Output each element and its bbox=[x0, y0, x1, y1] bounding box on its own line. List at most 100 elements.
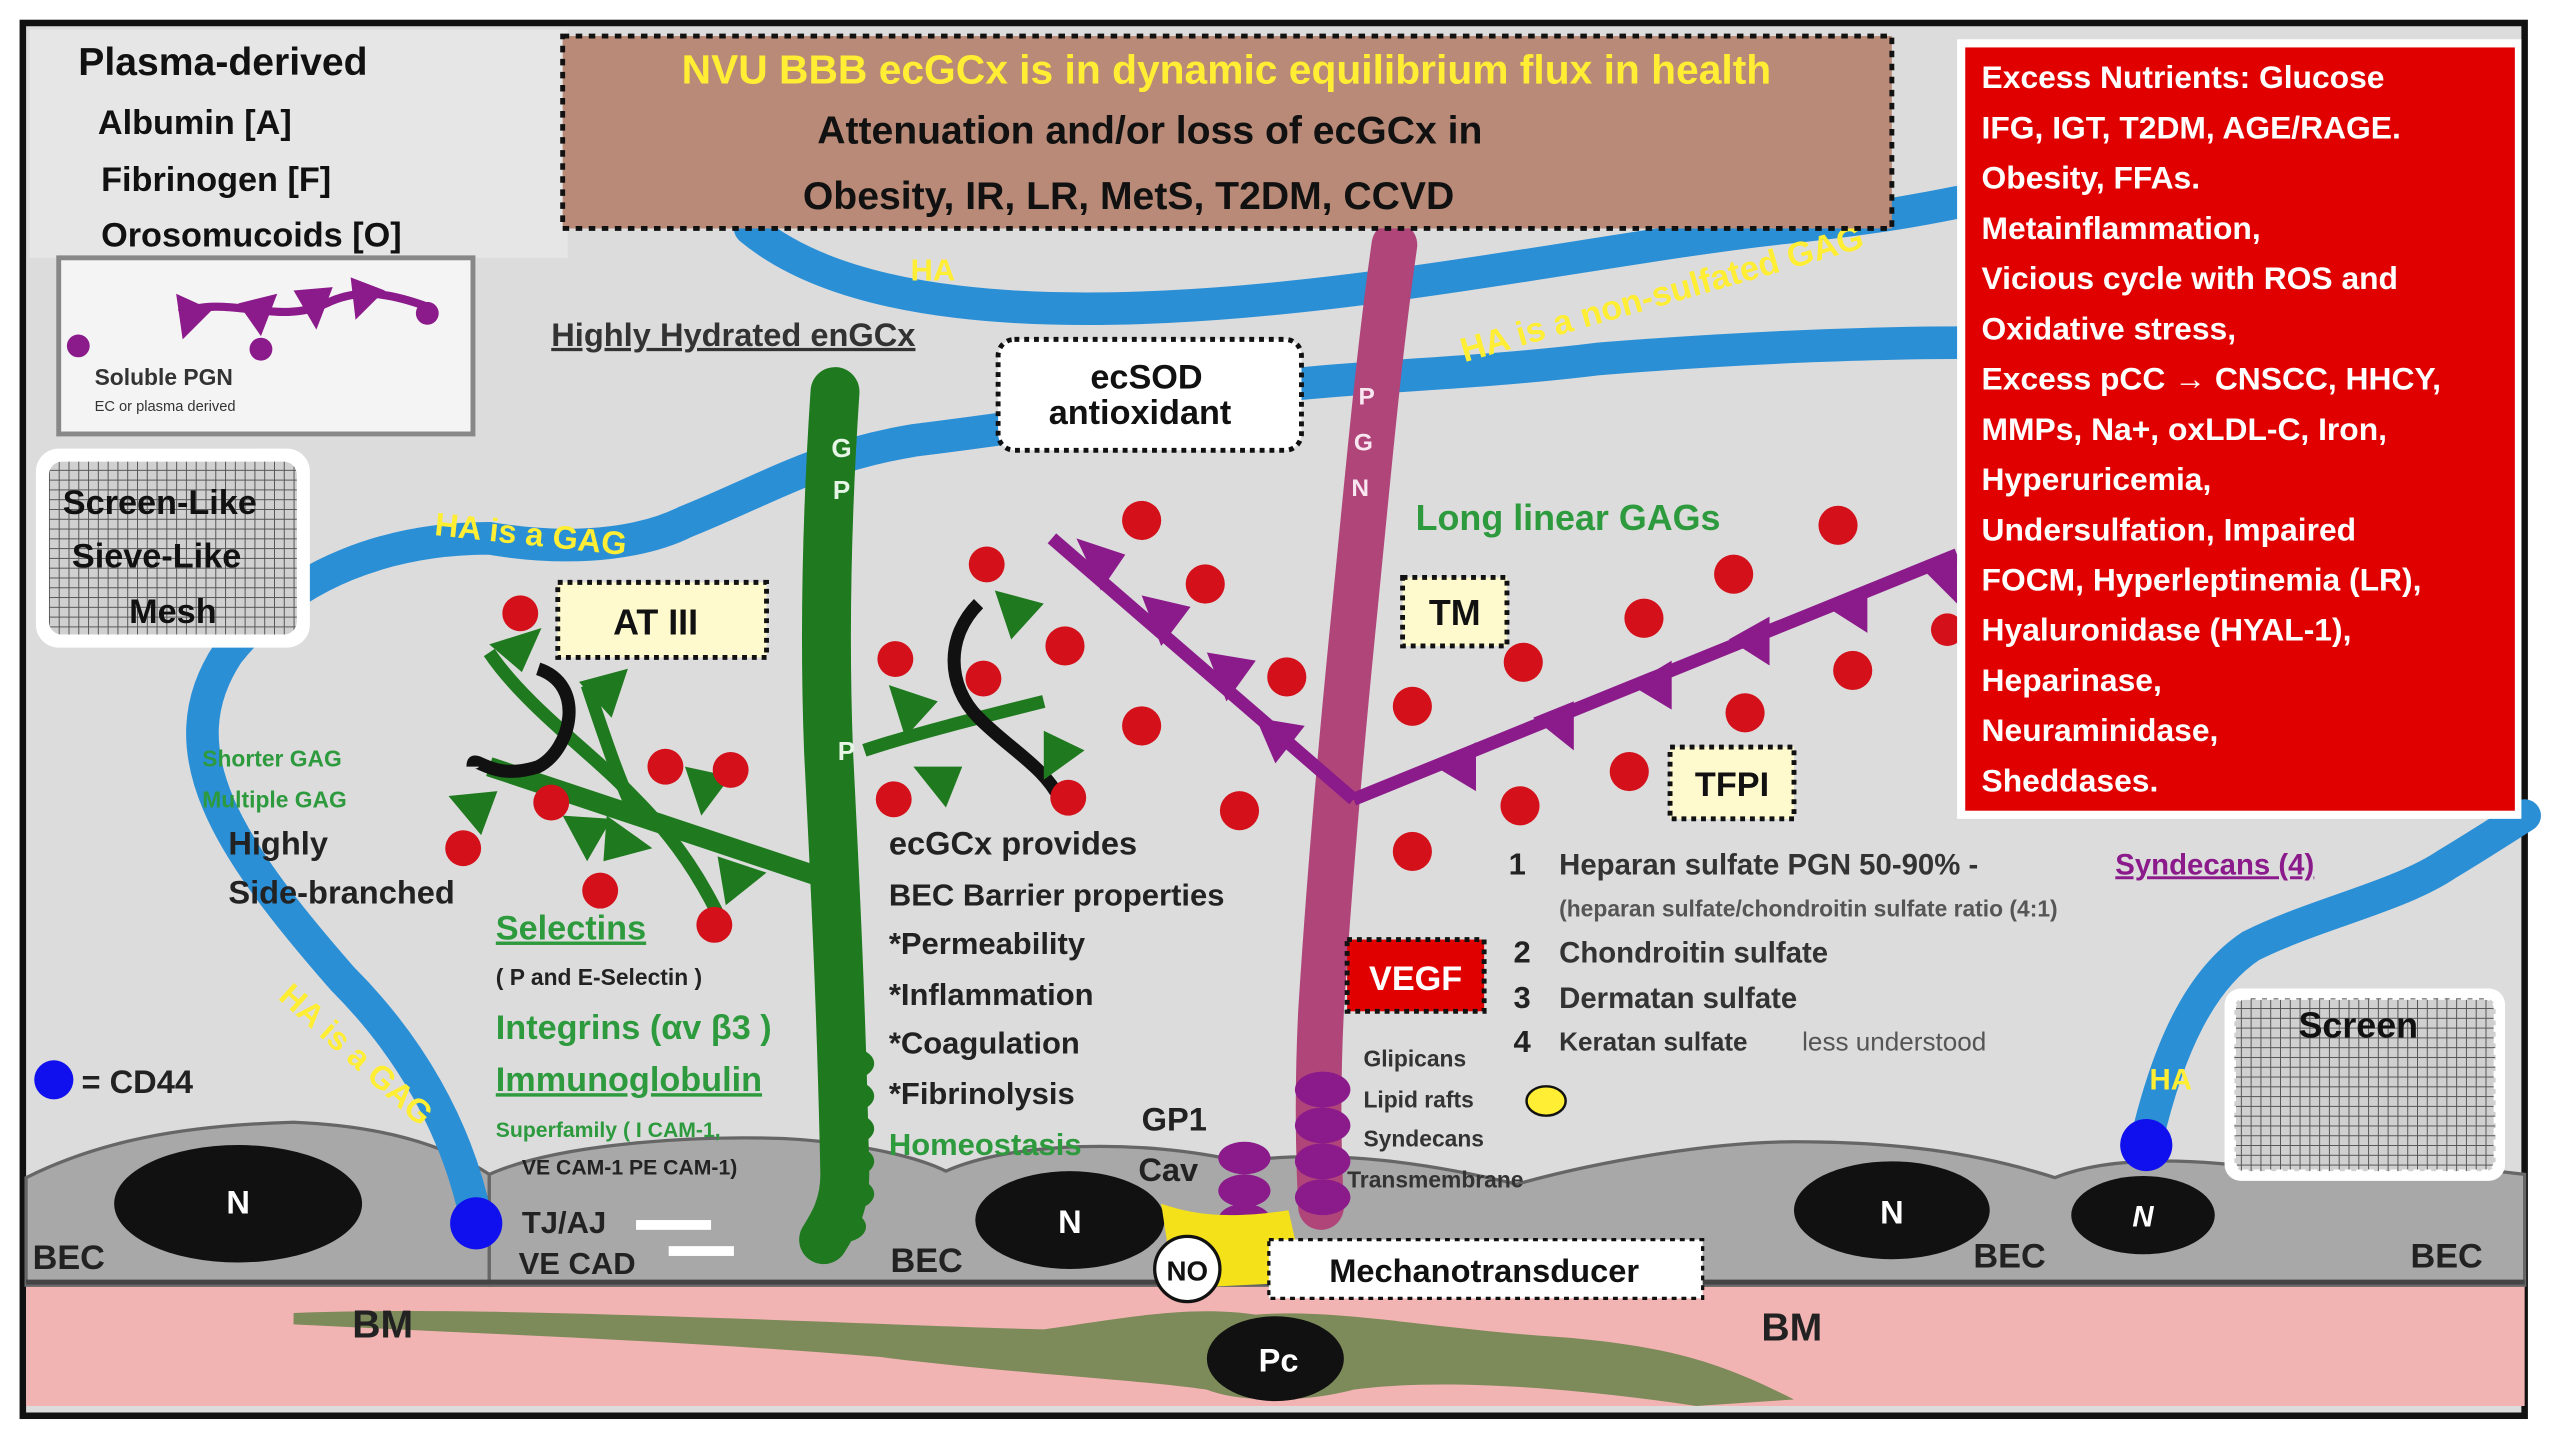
bm-label: BM bbox=[352, 1303, 413, 1346]
soluble-pgn-title: Soluble PGN bbox=[95, 364, 233, 390]
gag-list-text: Heparan sulfate PGN 50-90% - bbox=[1559, 848, 1978, 881]
gp1-label: GP1 bbox=[1142, 1100, 1207, 1137]
plasma-item: Fibrinogen [F] bbox=[101, 161, 331, 199]
red-panel-line: Metainflammation, bbox=[1982, 210, 2261, 246]
nucleus-label: N bbox=[1058, 1203, 1082, 1240]
red-panel-line: Heparinase, bbox=[1982, 662, 2162, 698]
pericyte-nucleus bbox=[1206, 1316, 1344, 1402]
gag-list-number: 3 bbox=[1513, 980, 1530, 1015]
nucleus-label: N bbox=[2132, 1201, 2154, 1234]
superfamily-label: Superfamily ( I CAM-1, bbox=[496, 1119, 721, 1142]
red-panel-line: Excess pCC → CNSCC, HHCY, bbox=[1982, 361, 2441, 397]
bec-label: BEC bbox=[33, 1239, 105, 1277]
tm-box bbox=[1400, 575, 1510, 649]
tfpi-box bbox=[1667, 744, 1797, 822]
transmembrane-label: Transmembrane bbox=[1347, 1166, 1523, 1192]
branched-gag-cluster bbox=[445, 595, 835, 943]
pgn-anchor-beads bbox=[1218, 1071, 1351, 1237]
mesh-label: Sieve-Like bbox=[72, 538, 241, 576]
vcam-label: VE CAM-1 PE CAM-1) bbox=[522, 1156, 737, 1179]
long-linear-gags-label: Long linear GAGs bbox=[1416, 498, 1721, 538]
red-panel-line: IFG, IGT, T2DM, AGE/RAGE. bbox=[1982, 109, 2401, 145]
plasma-item: Orosomucoids [O] bbox=[101, 216, 402, 254]
red-panel-line: Oxidative stress, bbox=[1982, 310, 2237, 346]
cd44-receptor bbox=[450, 1197, 503, 1250]
banner-line-2: Attenuation and/or loss of ecGCx in bbox=[817, 110, 1482, 153]
ecgcx-provides-label: ecGCx provides bbox=[889, 825, 1137, 862]
gag-list-text: Keratan sulfate bbox=[1559, 1026, 1747, 1056]
fibrinolysis-label: *Fibrinolysis bbox=[889, 1076, 1075, 1111]
ha-label-right: HA bbox=[2150, 1064, 2192, 1097]
ha-strand-right bbox=[2129, 799, 2541, 1159]
pericyte-label: Pc bbox=[1259, 1342, 1299, 1379]
bec-barrier-label: BEC Barrier properties bbox=[889, 877, 1225, 912]
gag-list-number: 4 bbox=[1513, 1024, 1531, 1059]
inflammation-label: *Inflammation bbox=[889, 977, 1094, 1012]
red-panel-line: Obesity, FFAs. bbox=[1982, 160, 2201, 196]
tm-label: TM bbox=[1429, 593, 1481, 633]
vegf-box bbox=[1344, 937, 1487, 1014]
long-linear-gag-chains bbox=[1045, 500, 1964, 872]
red-panel-line: Vicious cycle with ROS and bbox=[1982, 260, 2398, 296]
bec-label: BEC bbox=[1973, 1237, 2045, 1275]
tfpi-label: TFPI bbox=[1695, 766, 1769, 804]
red-panel-line: FOCM, Hyperleptinemia (LR), bbox=[1982, 562, 2422, 598]
soluble-pgn-subtitle: EC or plasma derived bbox=[95, 399, 236, 415]
red-panel-line: Hyaluronidase (HYAL-1), bbox=[1982, 612, 2352, 648]
junction-mark bbox=[668, 1246, 734, 1256]
no-label: NO bbox=[1167, 1255, 1209, 1286]
nucleus-2 bbox=[975, 1171, 1165, 1269]
permeability-label: *Permeability bbox=[889, 926, 1086, 961]
svg-text:G: G bbox=[1354, 429, 1373, 456]
junction-mark bbox=[636, 1220, 712, 1230]
no-circle bbox=[1153, 1234, 1222, 1304]
gp-core-protein bbox=[799, 367, 870, 1265]
nucleus-label: N bbox=[1880, 1193, 1904, 1230]
red-panel-line: Excess Nutrients: Glucose bbox=[1982, 59, 2385, 95]
gag-list-note: less understood bbox=[1802, 1026, 1986, 1056]
plasma-panel bbox=[29, 29, 568, 258]
gp-letter: P bbox=[833, 475, 850, 505]
nucleus-4 bbox=[2071, 1176, 2215, 1255]
red-panel-line: Undersulfation, Impaired bbox=[1982, 511, 2357, 547]
nucleus-3 bbox=[1793, 1161, 1990, 1260]
gp-letter: G bbox=[831, 433, 851, 463]
tj-aj-label: TJ/AJ bbox=[522, 1205, 606, 1240]
red-panel-line: Sheddases. bbox=[1982, 762, 2159, 798]
side-branched-label: Side-branched bbox=[228, 874, 455, 911]
cd44-legend-dot bbox=[34, 1060, 74, 1100]
glipicans-label: Glipicans bbox=[1363, 1046, 1466, 1072]
banner-line-1: NVU BBB ecGCx is in dynamic equilibrium … bbox=[682, 46, 1772, 92]
highly-label: Highly bbox=[228, 825, 328, 862]
plasma-title: Plasma-derived bbox=[78, 41, 367, 84]
at3-box bbox=[555, 579, 769, 660]
homeostasis-label: Homeostasis bbox=[889, 1127, 1082, 1162]
mesh-label: Screen-Like bbox=[63, 484, 257, 522]
gp-letter: P bbox=[838, 736, 855, 766]
red-panel bbox=[1965, 47, 2515, 811]
screen-label: Screen bbox=[2298, 1005, 2418, 1045]
gp-anchor-beads bbox=[813, 1047, 875, 1243]
banner-line-3: Obesity, IR, LR, MetS, T2DM, CCVD bbox=[803, 175, 1454, 218]
mesh-label: Mesh bbox=[129, 593, 217, 631]
shorter-gag-label: Shorter GAG bbox=[202, 746, 342, 772]
gag-list-text: Dermatan sulfate bbox=[1559, 982, 1797, 1015]
syndecans-label: Syndecans bbox=[1363, 1126, 1484, 1152]
ha-strand-middle bbox=[186, 326, 1974, 1237]
coagulation-label: *Coagulation bbox=[889, 1026, 1080, 1061]
nucleus-label: N bbox=[226, 1184, 250, 1221]
svg-text:P: P bbox=[1359, 384, 1375, 411]
bec-label: BEC bbox=[2410, 1237, 2482, 1275]
at3-label: AT III bbox=[613, 603, 698, 643]
gag-list-text: (heparan sulfate/chondroitin sulfate rat… bbox=[1559, 896, 2057, 922]
mesh-box bbox=[48, 461, 297, 635]
bec-label: BEC bbox=[890, 1242, 962, 1280]
hydrated-engcx-label: Highly Hydrated enGCx bbox=[551, 316, 915, 353]
vegf-label: VEGF bbox=[1369, 960, 1462, 998]
immunoglobulin-label: Immunoglobulin bbox=[496, 1061, 762, 1099]
pericyte-process bbox=[293, 1311, 1794, 1406]
soluble-pgn-icon bbox=[66, 277, 439, 361]
selectins-label: Selectins bbox=[496, 910, 646, 948]
lipid-raft-icon bbox=[1525, 1085, 1567, 1117]
